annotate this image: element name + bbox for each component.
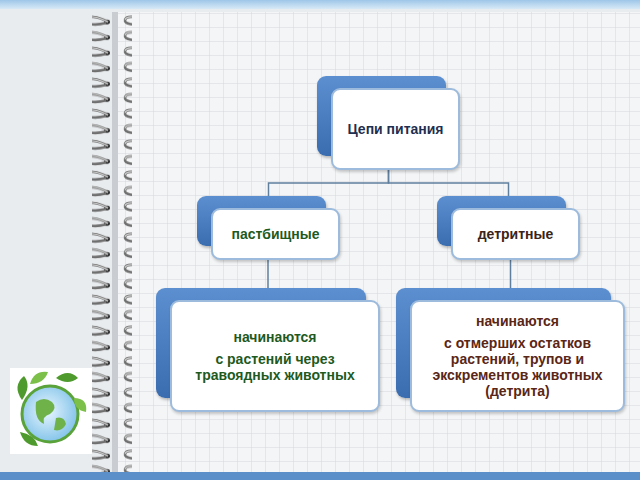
box-heading: детритные [478,226,554,242]
box-heading: начинаются [233,329,316,345]
root-box: Цепи питания [331,88,460,170]
tree-connector [389,170,509,196]
tree-connector [269,170,389,196]
tree-connector [267,260,269,288]
tree-connector [510,260,512,288]
category-box: пастбищные [211,208,340,260]
box-heading: пастбищные [231,226,319,242]
description-box: начинаются с отмерших остатков растений, … [410,300,625,412]
box-body: с отмерших остатков растений, трупов и э… [422,335,613,399]
eco-globe-icon [10,368,92,454]
box-heading: начинаются [476,313,559,329]
box-body: с растений через травоядных животных [182,351,368,383]
box-heading: Цепи питания [347,121,443,137]
category-box: детритные [451,208,580,260]
description-box: начинаются с растений через травоядных жи… [170,300,380,412]
